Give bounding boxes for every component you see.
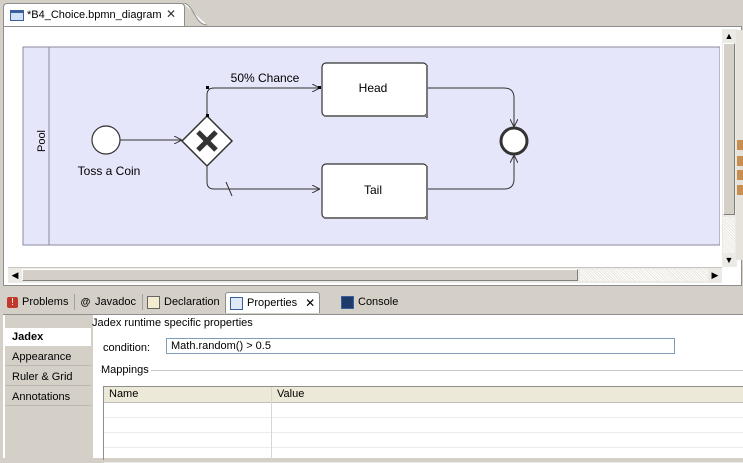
selection-handle[interactable]: [206, 114, 209, 117]
diagram-file-icon: [10, 10, 24, 21]
tab-properties[interactable]: Properties ✕: [225, 292, 321, 313]
scroll-up-icon[interactable]: ▲: [724, 31, 734, 41]
declaration-icon: [147, 295, 160, 309]
properties-header: Jadex runtime specific properties: [92, 317, 253, 329]
tab-label: Properties: [247, 297, 298, 309]
task-head-label: Head: [359, 81, 388, 95]
tab-label: Javadoc: [95, 296, 136, 308]
mappings-table[interactable]: Name Value: [103, 386, 743, 463]
tab-separator: [142, 294, 143, 310]
mappings-title: Mappings: [101, 364, 151, 376]
task-shadow: [426, 166, 428, 220]
vertical-scrollbar[interactable]: ▲ ▼: [722, 29, 737, 267]
vertical-scroll-thumb[interactable]: [723, 43, 735, 215]
scroll-track[interactable]: [723, 217, 735, 253]
sequence-flow-gateway-tail[interactable]: [206, 166, 319, 189]
start-event[interactable]: [91, 125, 121, 155]
diagram-editor[interactable]: Pool Toss a Coin 50% Chance Head Tail: [3, 26, 742, 286]
scroll-left-icon[interactable]: ◀: [11, 270, 19, 280]
tab-separator: [74, 294, 75, 310]
task-shadow: [324, 115, 428, 117]
properties-icon: [230, 296, 243, 310]
scroll-down-icon[interactable]: ▼: [724, 255, 734, 265]
views-tabbar: ! Problems @ Javadoc Declaration Propert…: [3, 290, 743, 314]
horizontal-scroll-thumb[interactable]: [22, 269, 578, 281]
properties-tab-appearance[interactable]: Appearance: [5, 348, 91, 366]
properties-tab-jadex[interactable]: Jadex: [5, 328, 91, 346]
close-icon[interactable]: ✕: [166, 7, 177, 21]
editor-tabbar: *B4_Choice.bpmn_diagram ✕: [0, 0, 743, 27]
task-shadow: [324, 217, 428, 219]
close-icon[interactable]: ✕: [305, 296, 316, 310]
flow-condition-label: 50% Chance: [231, 71, 300, 85]
javadoc-icon: @: [80, 296, 91, 308]
tab-console[interactable]: Console: [341, 292, 398, 312]
end-event[interactable]: [499, 126, 529, 156]
properties-tab-annotations[interactable]: Annotations: [5, 388, 91, 406]
selection-handle[interactable]: [206, 86, 209, 89]
table-row[interactable]: [104, 418, 743, 433]
tab-javadoc[interactable]: @ Javadoc: [80, 292, 136, 312]
mappings-table-header: Name Value: [104, 387, 743, 403]
tab-label: Problems: [22, 296, 69, 308]
condition-input[interactable]: [166, 338, 675, 354]
diagram-canvas[interactable]: Pool Toss a Coin 50% Chance Head Tail: [4, 27, 720, 267]
gateway-x-icon: [196, 130, 218, 152]
tab-declaration[interactable]: Declaration: [147, 292, 220, 312]
mappings-group: Mappings Name Value: [100, 364, 743, 463]
horizontal-scrollbar[interactable]: ◀ ▶: [8, 267, 722, 283]
scroll-track[interactable]: [580, 269, 708, 281]
properties-view: Jadex Appearance Ruler & Grid Annotation…: [3, 314, 743, 463]
sequence-flow-head-end[interactable]: [428, 87, 514, 126]
tab-label: Declaration: [164, 296, 220, 308]
column-header-value[interactable]: Value: [277, 388, 305, 400]
palette-edge: [736, 30, 743, 260]
start-event-label: Toss a Coin: [78, 164, 141, 178]
scroll-right-icon[interactable]: ▶: [711, 270, 719, 280]
column-divider[interactable]: [271, 387, 272, 460]
task-tail-label: Tail: [364, 183, 382, 197]
sequence-flow-tail-end[interactable]: [428, 156, 514, 190]
table-row[interactable]: [104, 448, 743, 463]
console-icon: [341, 295, 354, 309]
column-header-name[interactable]: Name: [109, 388, 139, 400]
pool-label: Pool: [36, 130, 48, 152]
properties-sidebar: Jadex Appearance Ruler & Grid Annotation…: [5, 315, 93, 458]
task-shadow: [426, 65, 428, 118]
condition-label: condition:: [103, 342, 151, 354]
default-flow-marker: [225, 181, 233, 197]
table-row[interactable]: [104, 403, 743, 418]
properties-tab-ruler-grid[interactable]: Ruler & Grid: [5, 368, 91, 386]
table-row[interactable]: [104, 433, 743, 448]
tab-problems[interactable]: ! Problems: [7, 292, 68, 312]
selection-handle[interactable]: [318, 86, 321, 89]
editor-tab-b4-choice[interactable]: *B4_Choice.bpmn_diagram ✕: [3, 3, 185, 27]
editor-tab-label: *B4_Choice.bpmn_diagram: [27, 9, 162, 21]
problems-icon: !: [7, 296, 18, 308]
tab-slant-decoration: [183, 3, 207, 26]
tab-label: Console: [358, 296, 399, 308]
sequence-flow-gateway-head[interactable]: [206, 88, 319, 116]
